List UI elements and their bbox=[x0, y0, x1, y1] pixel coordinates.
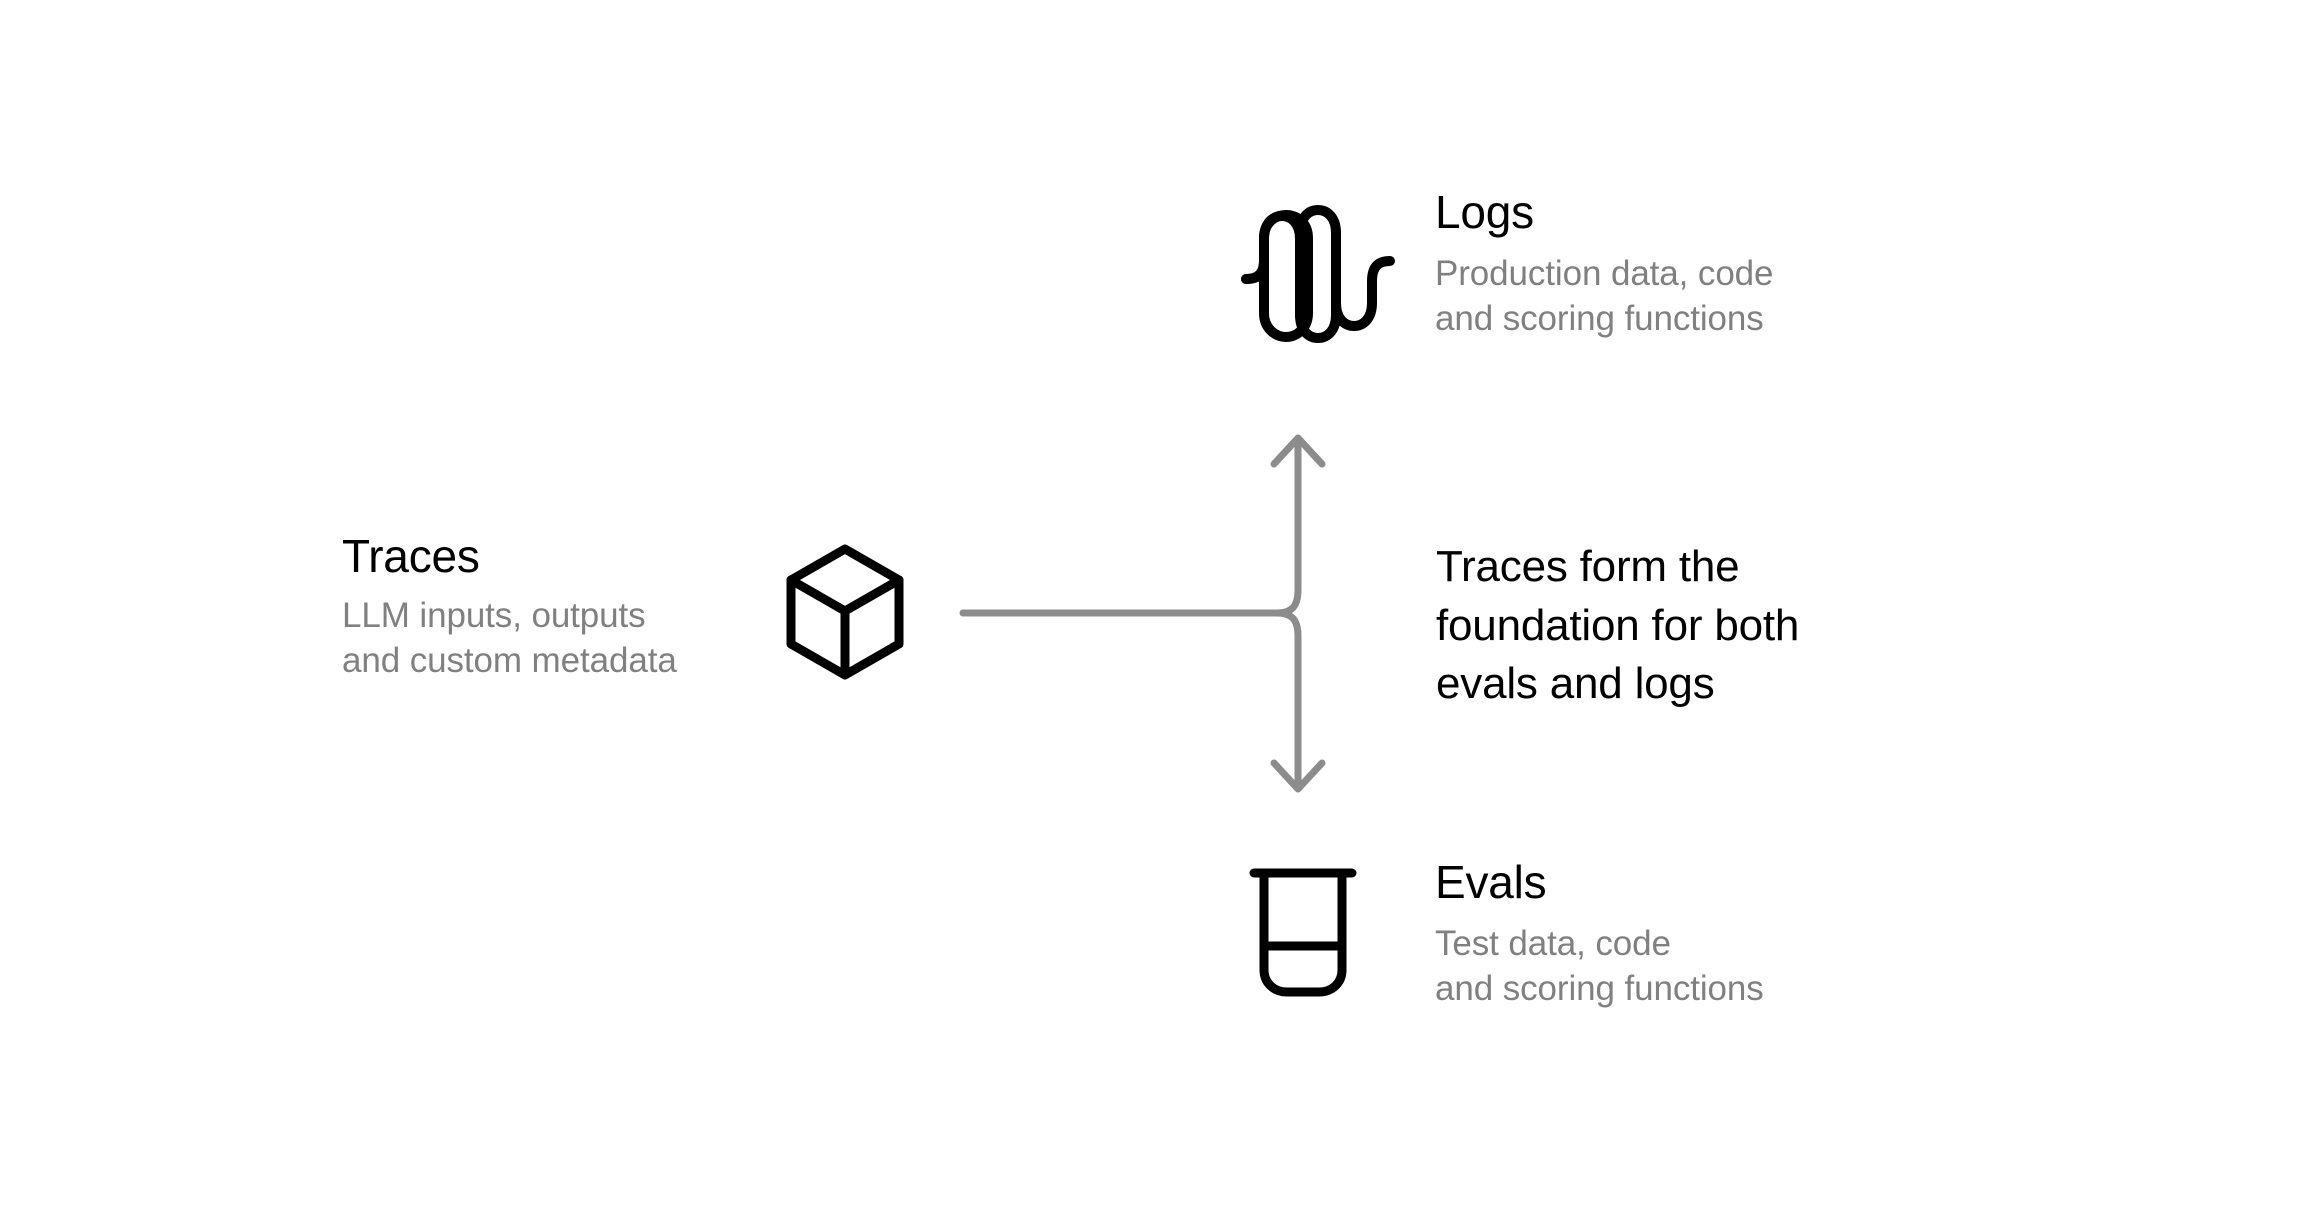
logs-description-line-2: and scoring functions bbox=[1435, 299, 1764, 339]
beaker-icon bbox=[1248, 866, 1388, 998]
branching-arrow-connector bbox=[940, 410, 1340, 810]
traces-description: LLM inputs, outputs and custom metadata bbox=[342, 594, 677, 684]
traces-description-line-1: LLM inputs, outputs bbox=[342, 596, 646, 636]
logs-title: Logs bbox=[1435, 186, 1534, 238]
waveform-icon bbox=[1240, 195, 1395, 345]
node-evals: Evals Test data, code and scoring functi… bbox=[1435, 858, 1764, 1012]
evals-description: Test data, code and scoring functions bbox=[1435, 922, 1764, 1012]
node-logs: Logs Production data, code and scoring f… bbox=[1435, 186, 1774, 342]
node-traces: Traces LLM inputs, outputs and custom me… bbox=[342, 532, 677, 684]
evals-description-line-2: and scoring functions bbox=[1435, 969, 1764, 1009]
evals-description-line-1: Test data, code bbox=[1435, 924, 1671, 964]
logs-description: Production data, code and scoring functi… bbox=[1435, 252, 1774, 342]
caption-line-3: evals and logs bbox=[1436, 659, 1715, 709]
caption-line-1: Traces form the bbox=[1436, 542, 1740, 591]
traces-title: Traces bbox=[342, 530, 480, 582]
traces-description-line-2: and custom metadata bbox=[342, 641, 677, 681]
evals-title: Evals bbox=[1435, 856, 1547, 908]
diagram-caption: Traces form the foundation for both eval… bbox=[1436, 538, 1799, 714]
logs-description-line-1: Production data, code bbox=[1435, 254, 1774, 294]
cube-icon bbox=[780, 542, 910, 682]
caption-line-2: foundation for both bbox=[1436, 600, 1800, 650]
